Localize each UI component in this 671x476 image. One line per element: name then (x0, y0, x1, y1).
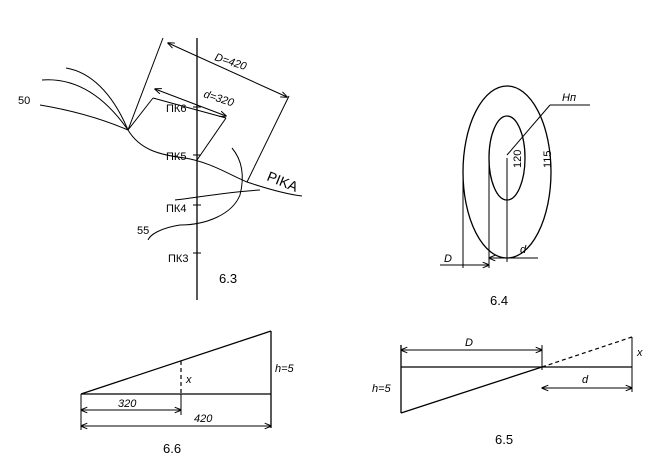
dimension-d (155, 89, 226, 116)
label-D: D (444, 253, 452, 265)
contour-line-upper (41, 79, 129, 131)
label-pk6: ПК6 (166, 103, 186, 115)
river-bank (174, 189, 261, 201)
label-D: D=420 (213, 51, 249, 73)
figure-6-3: D=420 d=320 ПК6 ПК5 ПК4 ПК3 50 55 PIKA 6… (18, 37, 303, 300)
label-d: d (582, 374, 589, 386)
leader-line (506, 104, 551, 156)
label-contour-55: 55 (137, 225, 149, 237)
dimension-D (168, 43, 287, 97)
label-hn: Hп (562, 92, 576, 104)
slope-line (400, 366, 543, 414)
label-pk4: ПК4 (166, 203, 186, 215)
label-D: D (465, 337, 473, 349)
contour-line-50 (39, 104, 303, 197)
label-pk3: ПК3 (168, 253, 188, 265)
river-line (147, 147, 243, 241)
caption-6-6: 6.6 (163, 441, 181, 456)
label-d: d=320 (202, 88, 236, 109)
caption-6-4: 6.4 (490, 293, 508, 308)
label-320: 320 (118, 398, 137, 410)
label-x: x (185, 374, 192, 386)
label-115: 115 (542, 150, 554, 168)
caption-6-5: 6.5 (495, 432, 513, 447)
construction-line (196, 117, 227, 161)
label-h: h=5 (275, 363, 295, 375)
label-contour-50: 50 (18, 95, 30, 107)
construction-line (127, 37, 164, 131)
label-river: PIKA (265, 168, 301, 195)
figure-6-4: Hп 120 115 D d 6.4 (440, 85, 590, 308)
dashed-extension (541, 336, 633, 368)
contour-line-top (65, 67, 129, 131)
label-420: 420 (194, 413, 213, 425)
slope-line (80, 330, 272, 395)
construction-line (246, 95, 290, 183)
figure-6-6: x h=5 320 420 6.6 (80, 330, 295, 456)
label-120: 120 (512, 150, 524, 168)
figure-6-5: D d h=5 x 6.5 (372, 336, 643, 447)
label-pk5: ПК5 (166, 151, 186, 163)
label-d: d (520, 244, 527, 256)
label-h: h=5 (372, 383, 392, 395)
label-x: x (636, 347, 643, 359)
caption-6-3: 6.3 (219, 271, 237, 286)
construction-line (127, 97, 154, 131)
